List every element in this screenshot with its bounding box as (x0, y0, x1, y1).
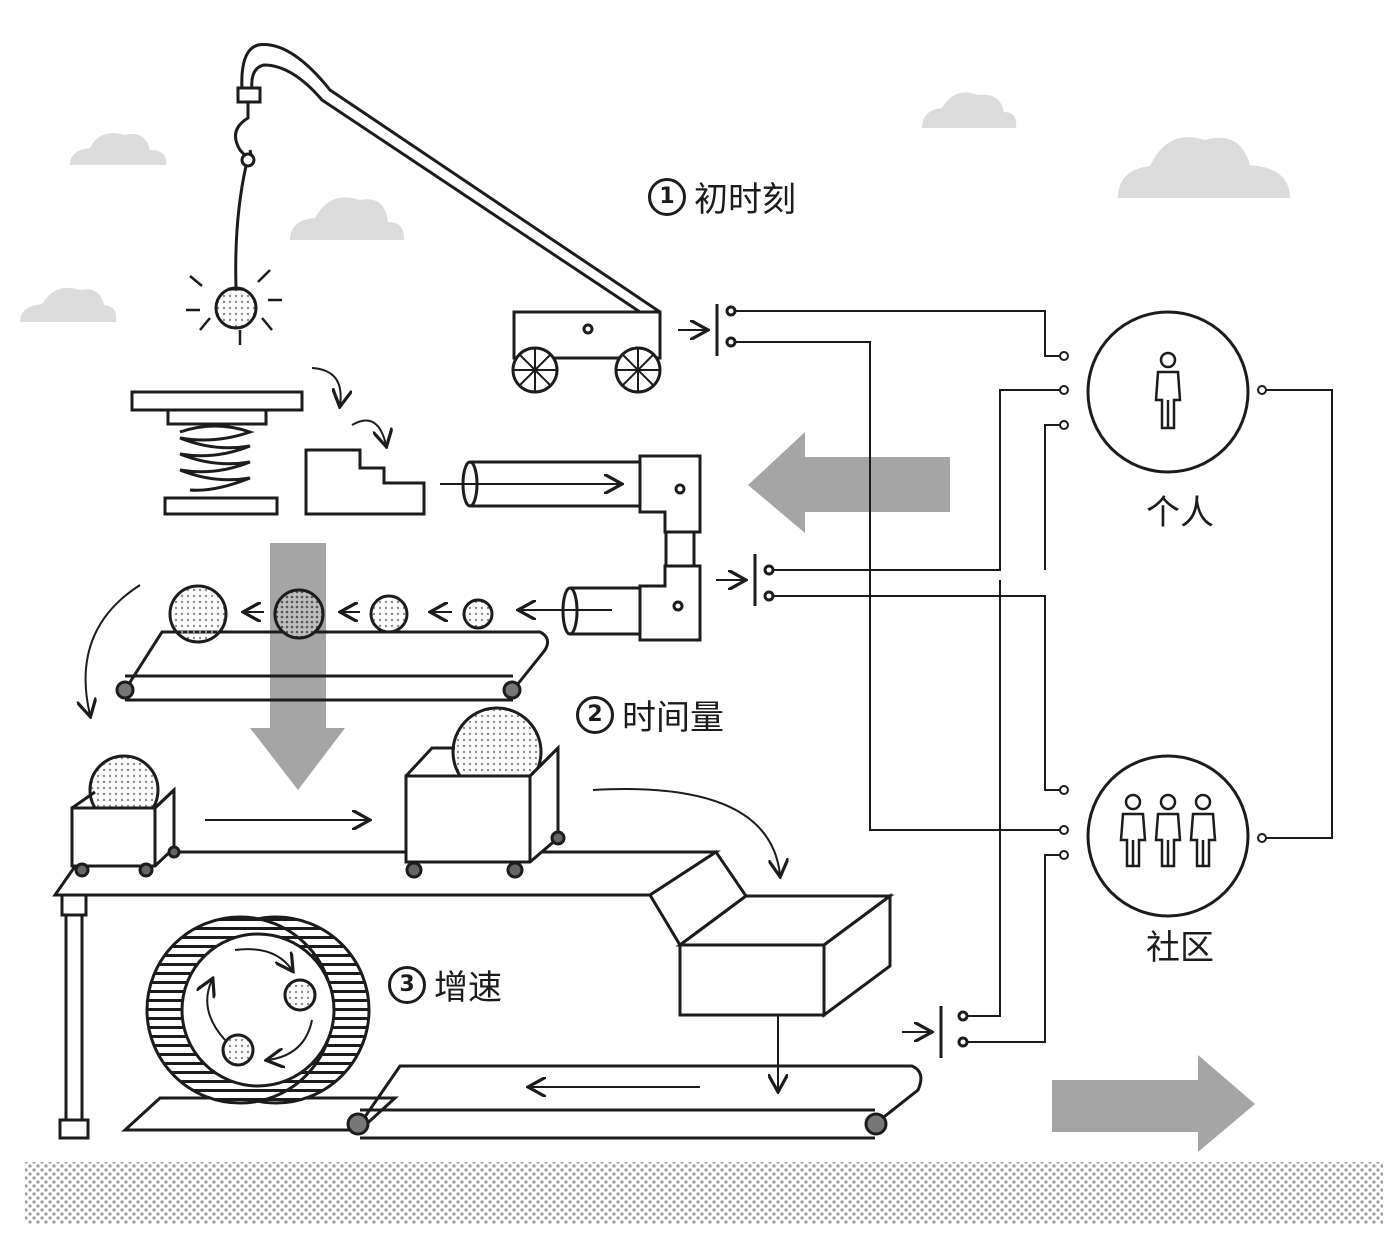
switch-icon (902, 1006, 969, 1058)
flow-arrow (234, 948, 292, 970)
individual-label: 个人 (1146, 493, 1214, 533)
cloud-icon (20, 287, 117, 322)
block-arrow-icon (1052, 1055, 1255, 1152)
cloud-icon (70, 133, 167, 165)
lightbulb-icon (186, 269, 282, 345)
pipe-icon (461, 454, 702, 642)
cloud-icon (1118, 137, 1290, 198)
switch-icon (716, 554, 775, 606)
cloud-icon (290, 197, 405, 240)
flow-arrow (268, 1019, 313, 1060)
spring-icon (130, 390, 304, 516)
flow-arrow (207, 980, 226, 1041)
stage-number: 3 (388, 965, 426, 1004)
person-icon (1154, 351, 1182, 430)
group-icon (1119, 793, 1217, 868)
flow-arrow (86, 584, 141, 715)
stage-text: 增速 (434, 968, 502, 1008)
wheel-icon (614, 346, 662, 394)
ground-dots (25, 1162, 1383, 1224)
crane-icon (234, 43, 662, 394)
cloud-icon (922, 92, 1017, 128)
flow-arrow (351, 419, 386, 446)
stage-number: 1 (648, 177, 686, 216)
flow-arrow (592, 788, 780, 875)
stage-number: 2 (576, 695, 614, 734)
stage-text: 初时刻 (694, 180, 796, 220)
stage-label-3: 3 增速 (388, 960, 502, 1009)
box-icon (647, 849, 895, 1018)
wheel-icon (511, 346, 559, 394)
cart-icon (70, 754, 181, 878)
block-arrow-icon (748, 432, 950, 533)
community-node (1086, 754, 1250, 918)
switch-icon (678, 304, 737, 356)
wiring (735, 310, 1333, 1043)
stage-label-2: 2 时间量 (576, 690, 724, 739)
individual-node (1086, 310, 1250, 474)
stage-text: 时间量 (622, 698, 724, 738)
conveyor-belt-icon (346, 1064, 923, 1140)
flow-arrow (311, 367, 341, 405)
hamster-wheel-icon (121, 915, 399, 1132)
block-arrow-icon (250, 543, 345, 790)
conveyor-belt-icon (115, 630, 550, 702)
stage-label-1: 1 初时刻 (648, 172, 796, 221)
stairs-icon (304, 448, 426, 516)
cart-icon (404, 706, 566, 879)
ball-icon (168, 584, 494, 644)
community-label: 社区 (1146, 928, 1214, 968)
